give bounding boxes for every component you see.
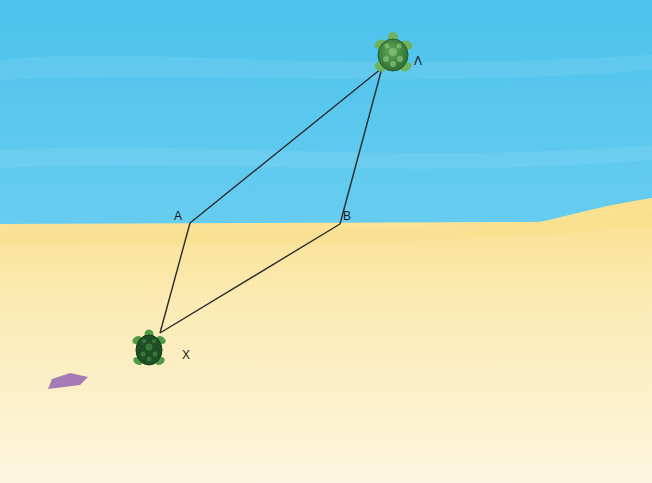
path-lines	[160, 68, 382, 333]
point-label: X	[182, 349, 190, 361]
point-label: A	[174, 210, 182, 222]
sky-band	[0, 145, 652, 169]
sand-band	[0, 212, 652, 246]
turtle-top	[373, 32, 414, 73]
shell-stone	[48, 373, 88, 389]
sky-band	[0, 55, 652, 80]
sand	[0, 198, 652, 483]
point-label: B	[343, 210, 351, 222]
turtle-bottom	[131, 330, 167, 367]
point-label: Λ	[414, 55, 422, 67]
